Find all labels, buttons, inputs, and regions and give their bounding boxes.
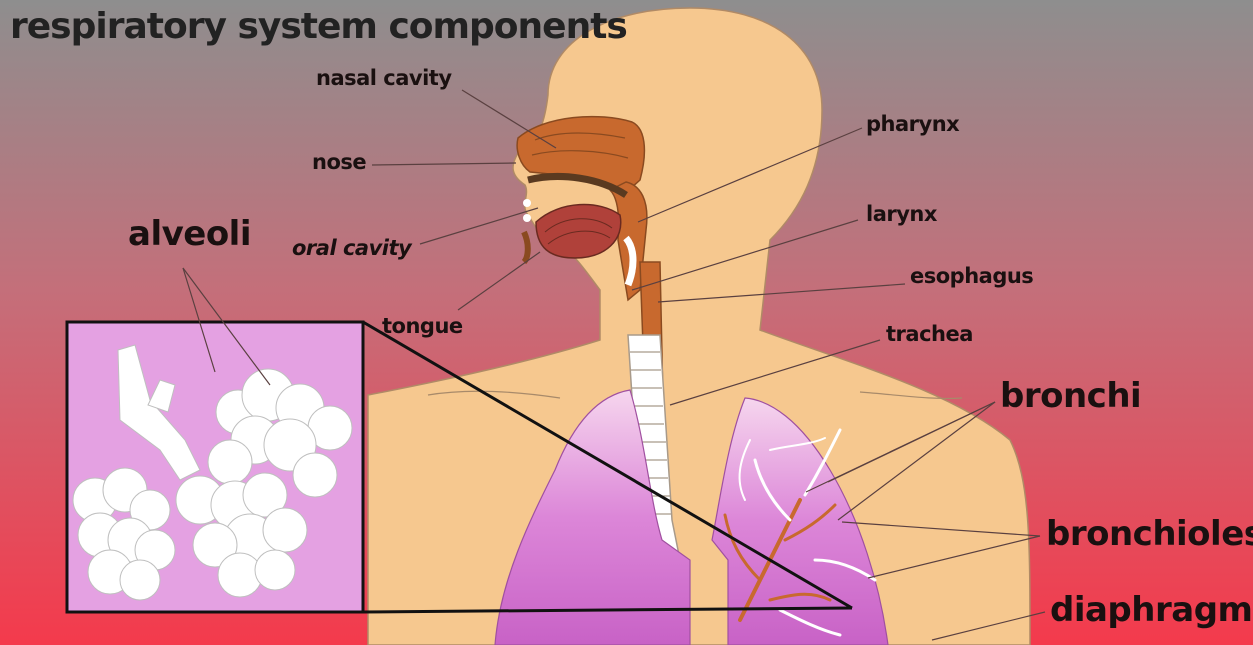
label-trachea: trachea: [886, 322, 973, 346]
label-nasal-cavity: nasal cavity: [316, 66, 452, 90]
label-alveoli: alveoli: [128, 214, 251, 254]
diagram-title: respiratory system components: [10, 6, 627, 47]
label-nose: nose: [312, 150, 366, 174]
label-bronchioles: bronchioles: [1046, 514, 1253, 554]
label-tongue: tongue: [382, 314, 463, 338]
label-bronchi: bronchi: [1000, 376, 1141, 416]
label-oral-cavity: oral cavity: [292, 236, 411, 260]
label-larynx: larynx: [866, 202, 937, 226]
label-pharynx: pharynx: [866, 112, 959, 136]
label-esophagus: esophagus: [910, 264, 1033, 288]
label-diaphragm: diaphragm: [1050, 590, 1252, 630]
